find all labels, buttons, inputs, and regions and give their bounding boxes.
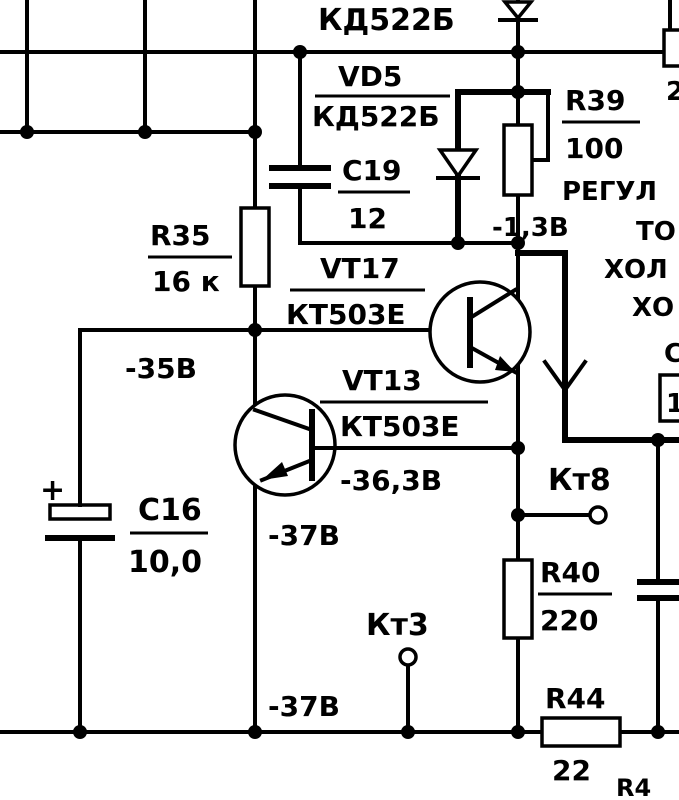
kt8-label: Кт8: [548, 463, 611, 498]
testpoint-kt8-symbol: [588, 505, 608, 525]
r40-value: 220: [540, 604, 598, 637]
resistor-r39-symbol: [502, 123, 550, 197]
vt17-ref: VT17: [320, 252, 400, 285]
kt3-label: Кт3: [366, 608, 429, 643]
vd-top-type: КД522Б: [318, 3, 455, 38]
r44-ref: R44: [545, 682, 606, 715]
c16-ref: C16: [138, 493, 202, 528]
r39-note-line3: ХОЛ: [604, 255, 668, 285]
arrow-down-icon: [542, 359, 588, 393]
fragment-right-mid2: 1: [666, 389, 679, 419]
diode-vd5-symbol: [436, 148, 480, 180]
transistor-vt13-symbol: [233, 393, 337, 497]
c19-value: 12: [348, 202, 387, 235]
voltage-r39: -1,3В: [492, 213, 569, 243]
vd5-ref: VD5: [338, 60, 402, 93]
voltage-bottom: -37В: [268, 690, 340, 723]
r39-note-line2: ТО: [636, 217, 676, 247]
r35-value: 16 к: [152, 265, 220, 298]
transistor-vt17-symbol: [428, 280, 532, 384]
c16-value: 10,0: [128, 545, 202, 580]
r35-ref: R35: [150, 219, 211, 252]
r40-ref: R40: [540, 556, 601, 589]
fragment-right-top: 2: [666, 77, 679, 107]
labels: КД522Б VD5 КД522Б R39 100 РЕГУЛ ТО ХОЛ Х…: [40, 3, 679, 800]
diode-top-symbol: [498, 0, 538, 22]
capacitor-c16-symbol: [45, 478, 115, 541]
r39-ref: R39: [565, 84, 626, 117]
capacitor-c19-symbol: [269, 165, 331, 189]
junction-dots: [20, 45, 665, 739]
voltage-base-vt17: -35В: [125, 352, 197, 385]
r39-note-line1: РЕГУЛ: [562, 177, 657, 207]
vd5-type: КД522Б: [312, 100, 440, 133]
voltage-vt13-emitter: -36,3В: [340, 464, 442, 497]
r39-note-line4: ХО: [632, 293, 674, 323]
c19-ref: C19: [342, 154, 402, 187]
partial-component-right: [637, 28, 679, 601]
fragment-right-mid1: С: [664, 339, 679, 369]
testpoint-kt3-symbol: [398, 647, 418, 667]
vt13-ref: VT13: [342, 364, 422, 397]
r45-partial: R4: [616, 774, 651, 800]
resistor-r40-symbol: [502, 558, 534, 640]
resistor-r35-symbol: [239, 206, 271, 288]
r44-value: 22: [552, 754, 591, 787]
voltage-vt13-collector: -37В: [268, 519, 340, 552]
resistor-r44-symbol: [540, 716, 622, 748]
r39-value: 100: [565, 132, 623, 165]
vt13-type: КТ503Е: [340, 410, 460, 443]
c16-polarity: +: [40, 473, 65, 508]
vt17-type: КТ503Е: [286, 298, 406, 331]
